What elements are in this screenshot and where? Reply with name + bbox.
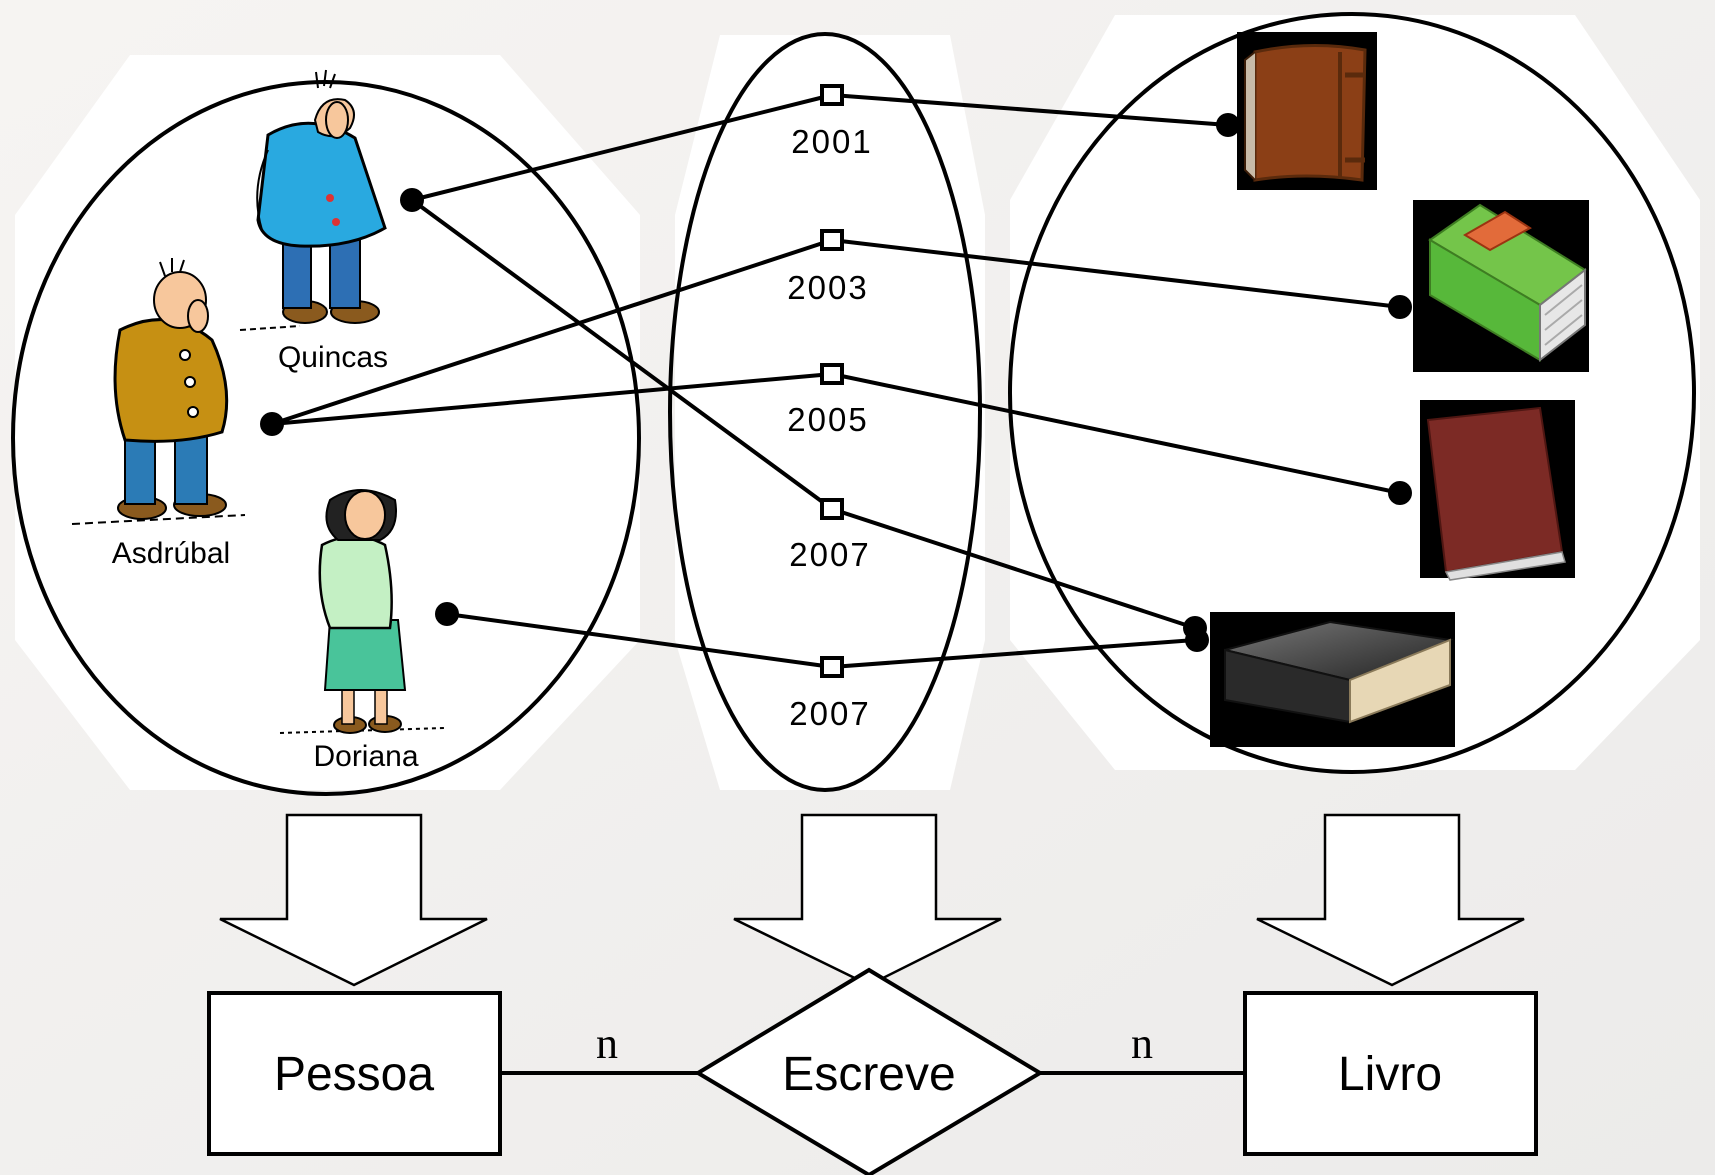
year-marker bbox=[820, 84, 844, 106]
quincas-figure bbox=[239, 69, 387, 331]
doriana-figure bbox=[279, 489, 446, 734]
dot-doriana bbox=[435, 602, 459, 626]
year-label: 2003 bbox=[787, 269, 868, 306]
year-marker bbox=[820, 363, 844, 385]
persons-backplate bbox=[15, 55, 640, 790]
dot-book-green bbox=[1388, 295, 1412, 319]
year-marker bbox=[820, 656, 844, 678]
person-label-doriana: Doriana bbox=[313, 740, 418, 773]
connection-dots bbox=[260, 113, 1412, 652]
persons-set-ellipse bbox=[11, 80, 641, 796]
down-arrows bbox=[219, 813, 1525, 987]
entity-pessoa-label: Pessoa bbox=[274, 1048, 434, 1101]
year-markers bbox=[820, 84, 844, 678]
entity-livro-box bbox=[1243, 991, 1538, 1156]
er-diagram: Pessoa Escreve Livro n n bbox=[207, 967, 1538, 1175]
dot-asdrubal bbox=[260, 412, 284, 436]
cardinality-right: n bbox=[1131, 1019, 1153, 1068]
person-label-quincas: Quincas bbox=[278, 341, 388, 374]
arrow-pessoa bbox=[219, 813, 488, 987]
entity-pessoa-box bbox=[207, 991, 502, 1156]
year-label: 2007 bbox=[789, 536, 870, 573]
year-label: 2005 bbox=[787, 401, 868, 438]
person-label-asdrubal: Asdrúbal bbox=[112, 537, 230, 570]
arrow-livro bbox=[1256, 813, 1525, 987]
years-backplate bbox=[675, 35, 985, 790]
dot-book-black-b bbox=[1185, 628, 1209, 652]
book-brown-icon bbox=[1237, 32, 1377, 190]
relationship-escreve-label: Escreve bbox=[782, 1048, 955, 1101]
arrow-escreve bbox=[733, 813, 1002, 987]
relationship-lines bbox=[271, 93, 1401, 669]
dot-quincas bbox=[400, 188, 424, 212]
years-set-ellipse bbox=[668, 32, 982, 792]
relationship-escreve-diamond bbox=[694, 967, 1044, 1175]
year-label: 2001 bbox=[791, 123, 872, 160]
year-marker bbox=[820, 229, 844, 251]
dot-book-brown bbox=[1216, 113, 1240, 137]
books-set-ellipse bbox=[1008, 12, 1696, 774]
book-red-icon bbox=[1420, 400, 1575, 581]
book-black-icon bbox=[1210, 612, 1455, 747]
year-label: 2007 bbox=[789, 695, 870, 732]
year-marker bbox=[820, 498, 844, 520]
book-green-icon bbox=[1413, 200, 1589, 372]
asdrubal-figure bbox=[71, 258, 246, 525]
entity-livro-label: Livro bbox=[1338, 1048, 1442, 1101]
dot-book-red bbox=[1388, 481, 1412, 505]
cardinality-left: n bbox=[596, 1019, 618, 1068]
